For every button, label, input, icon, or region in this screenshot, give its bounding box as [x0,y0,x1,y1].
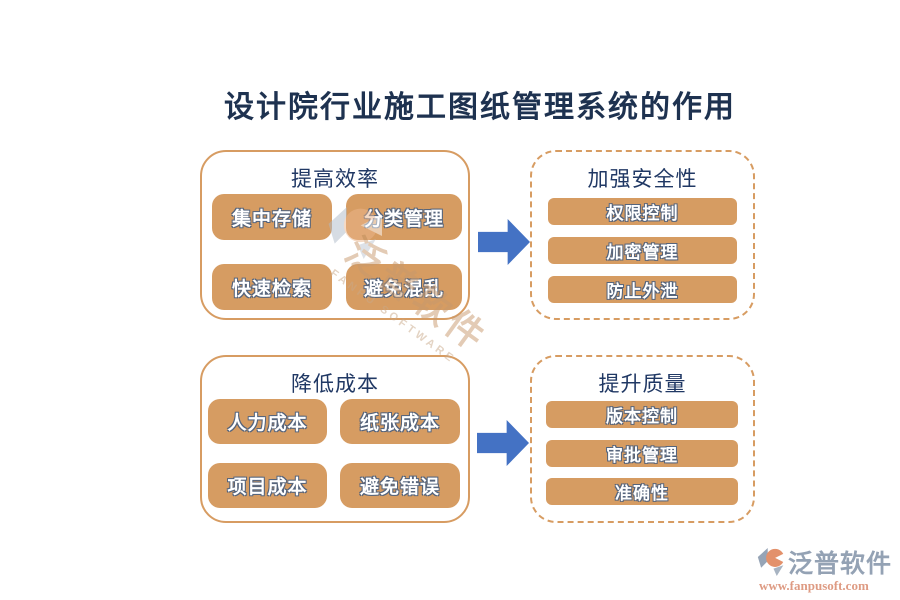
fanpu-logo-icon [757,548,785,576]
page-title: 设计院行业施工图纸管理系统的作用 [224,91,736,124]
group-box-quality: 提升质量 版本控制 审批管理 准确性 [530,355,755,523]
node-version-control: 版本控制 [546,401,738,428]
group-title-security: 加强安全性 [587,167,698,191]
group-title-quality: 提升质量 [598,372,687,396]
group-box-efficiency: 提高效率 集中存储 分类管理 快速检索 避免混乱 [200,150,470,320]
node-permission-control: 权限控制 [548,198,737,225]
group-box-cost: 降低成本 人力成本 纸张成本 项目成本 避免错误 [200,355,470,523]
node-labor-cost: 人力成本 [208,399,327,444]
node-project-cost: 项目成本 [208,463,327,508]
group-title-efficiency: 提高效率 [291,167,379,191]
group-title-cost: 降低成本 [291,372,379,396]
node-encryption-management: 加密管理 [548,237,737,264]
node-centralized-storage: 集中存储 [212,194,332,240]
group-box-security: 加强安全性 权限控制 加密管理 防止外泄 [530,150,755,320]
brand-logo: 泛普软件 www.fanpusoft.com [757,544,892,594]
node-accuracy: 准确性 [546,478,738,505]
brand-url: www.fanpusoft.com [758,578,869,593]
node-quick-search: 快速检索 [212,264,332,310]
node-leak-prevention: 防止外泄 [548,276,737,303]
node-avoid-confusion: 避免混乱 [346,264,462,310]
node-paper-cost: 纸张成本 [340,399,460,444]
node-category-management: 分类管理 [346,194,462,240]
right-arrow-icon [477,420,529,466]
node-avoid-errors: 避免错误 [340,463,460,508]
right-arrow-icon [478,219,530,265]
brand-name: 泛普软件 [787,550,892,578]
node-approval-management: 审批管理 [546,440,738,467]
